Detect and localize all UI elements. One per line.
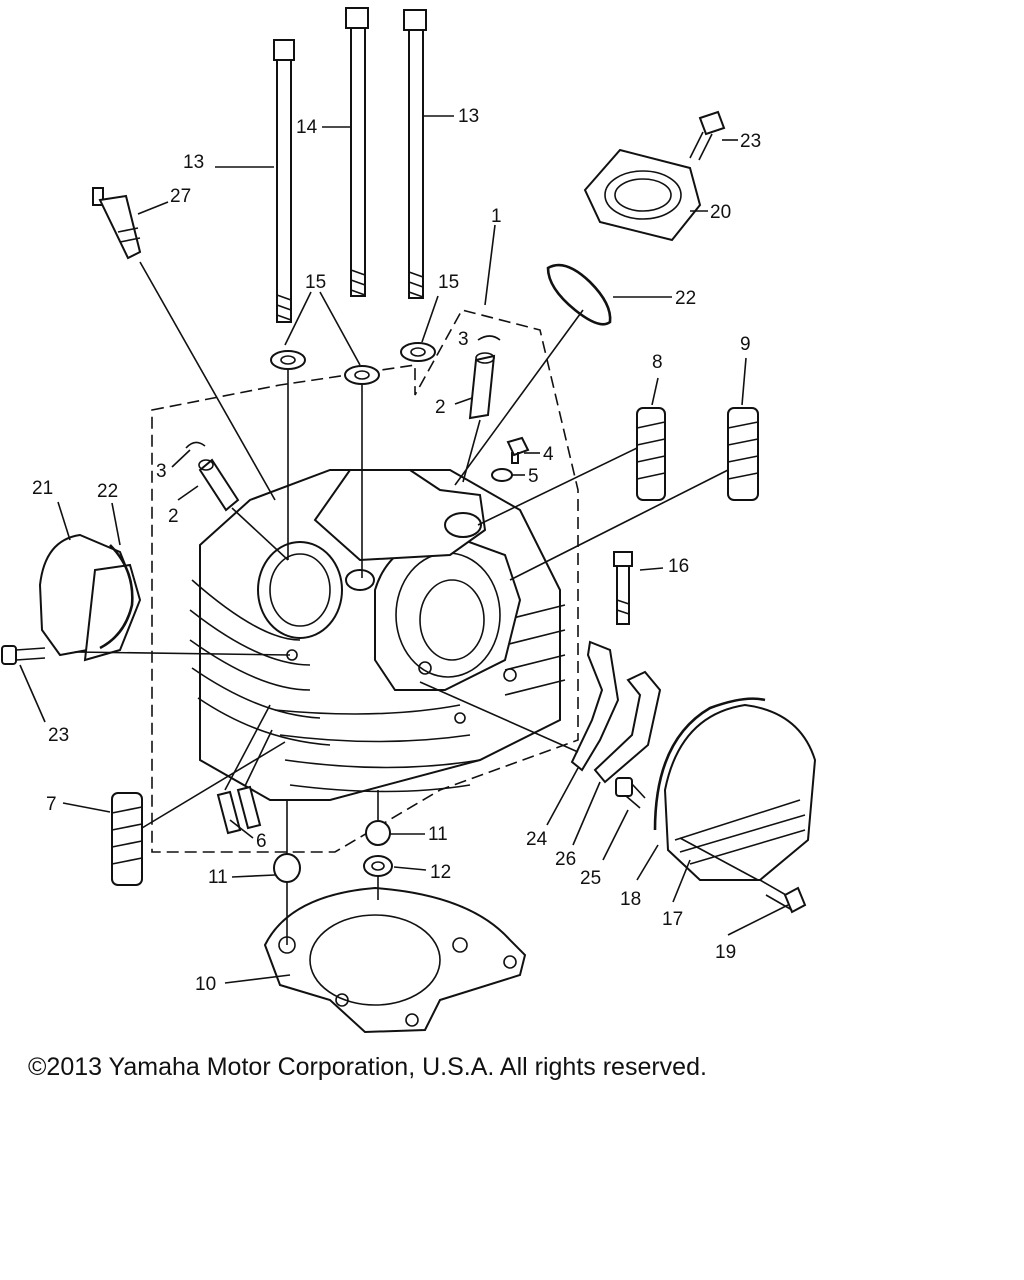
copyright-notice: ©2013 Yamaha Motor Corporation, U.S.A. A… (28, 1053, 707, 1081)
callout-19: 19 (715, 942, 736, 963)
callout-24: 24 (526, 829, 548, 850)
small-bolt (506, 436, 530, 464)
head-bolt-center (345, 7, 369, 297)
callout-5: 5 (528, 466, 539, 487)
callout-20: 20 (710, 202, 731, 223)
callout-22-manifold: 22 (675, 288, 696, 309)
callout-1: 1 (491, 206, 502, 227)
washer-center (344, 365, 380, 385)
valve-guide-intake (198, 458, 240, 512)
callout-21: 21 (32, 478, 53, 499)
callout-2-exhaust: 2 (435, 397, 446, 418)
washer-left (270, 350, 306, 370)
callout-23-manifold: 23 (740, 131, 761, 152)
callout-10: 10 (195, 974, 216, 995)
callout-15-right: 15 (438, 272, 459, 293)
side-cover (38, 533, 142, 662)
side-cover-bolt (1, 645, 46, 665)
bolt-16 (613, 551, 633, 625)
callout-4: 4 (543, 444, 554, 465)
callout-14: 14 (296, 117, 318, 138)
head-bolt-right (403, 9, 427, 299)
tappet-sleeve-8 (636, 407, 666, 501)
callout-11-left: 11 (208, 867, 228, 888)
callout-15-left: 15 (305, 272, 326, 293)
gasket-24 (570, 640, 620, 772)
cylinder-head-exploded-diagram: 1 2 2 3 3 4 5 6 7 8 9 10 11 11 12 13 13 … (1, 7, 817, 1034)
small-washer (491, 468, 513, 482)
washer-right (400, 342, 436, 362)
bolt-25 (615, 777, 646, 809)
callout-16: 16 (668, 556, 689, 577)
callout-27: 27 (170, 186, 191, 207)
head-gasket (263, 886, 527, 1034)
valve-cover-o-ring (653, 697, 766, 831)
tappet-sleeve-9 (727, 407, 759, 501)
callout-3-intake: 3 (156, 461, 167, 482)
callout-6: 6 (256, 831, 267, 852)
callout-3-exhaust: 3 (458, 329, 469, 350)
callout-13-left: 13 (183, 152, 204, 173)
callout-11-right: 11 (428, 824, 448, 845)
callout-22-side: 22 (97, 481, 118, 502)
cylinder-head (189, 469, 566, 801)
callout-2-intake: 2 (168, 506, 179, 527)
callout-12: 12 (430, 862, 451, 883)
tappet-sleeve-7 (111, 792, 143, 886)
callout-25: 25 (580, 868, 601, 889)
callout-13-right: 13 (458, 106, 479, 127)
side-cover-o-ring (99, 544, 134, 650)
manifold-bolt (689, 110, 726, 161)
callout-8: 8 (652, 352, 663, 373)
valve-cover (663, 703, 817, 881)
valve-cover-bolt (759, 879, 807, 914)
callout-23-side: 23 (48, 725, 69, 746)
callout-17: 17 (662, 909, 683, 930)
dowel-left (273, 853, 301, 883)
manifold-o-ring (546, 263, 612, 326)
spark-plug (92, 187, 142, 260)
valve-guide-exhaust (468, 352, 496, 420)
callout-9: 9 (740, 334, 751, 355)
intake-manifold (583, 148, 702, 242)
dowel-center (365, 820, 391, 846)
assembly-boundary (151, 309, 579, 853)
callout-7: 7 (46, 794, 57, 815)
gasket-26 (593, 670, 662, 784)
callout-18: 18 (620, 889, 641, 910)
head-bolt-left (273, 39, 295, 323)
o-ring-12 (363, 855, 393, 877)
callout-26: 26 (555, 849, 576, 870)
